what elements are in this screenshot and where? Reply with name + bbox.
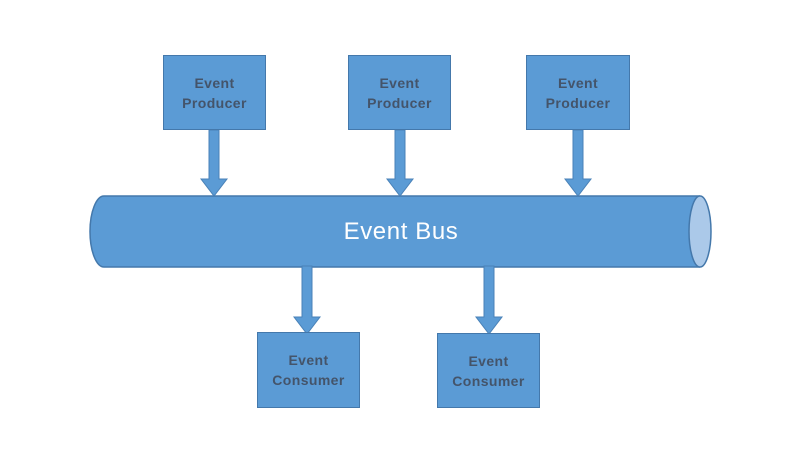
event-producer-3-label-line2: Producer	[545, 94, 611, 111]
event-producer-1-label-line1: Event	[194, 74, 235, 91]
event-producer-box-1: Event Producer	[163, 55, 266, 130]
event-producer-3-label-line1: Event	[557, 74, 599, 91]
event-bus-cylinder-body	[89, 195, 700, 268]
arrow-producer1-to-bus	[199, 129, 229, 197]
event-consumer-box-2: Event Consumer	[437, 333, 540, 408]
event-producer-2-label-line2: Producer	[367, 94, 432, 111]
event-consumer-1-label-line2: Consumer	[272, 372, 345, 388]
arrow-bus-to-consumer1	[292, 265, 322, 335]
arrow-bus-to-consumer2	[474, 265, 504, 335]
arrow-producer3-to-bus	[563, 129, 593, 197]
event-consumer-1-label-line1: Event	[288, 352, 329, 368]
event-producer-1-label-line2: Producer	[182, 94, 247, 111]
event-producer-box-2: Event Producer	[348, 55, 451, 130]
event-consumer-2-label-line2: Consumer	[452, 372, 525, 389]
event-bus-cylinder-cap	[688, 195, 712, 268]
arrow-producer2-to-bus	[385, 129, 415, 197]
event-consumer-2-label-line1: Event	[468, 352, 509, 369]
event-producer-box-3: Event Producer	[526, 55, 630, 130]
event-producer-2-label-line1: Event	[379, 74, 420, 91]
event-consumer-box-1: Event Consumer	[257, 332, 360, 408]
